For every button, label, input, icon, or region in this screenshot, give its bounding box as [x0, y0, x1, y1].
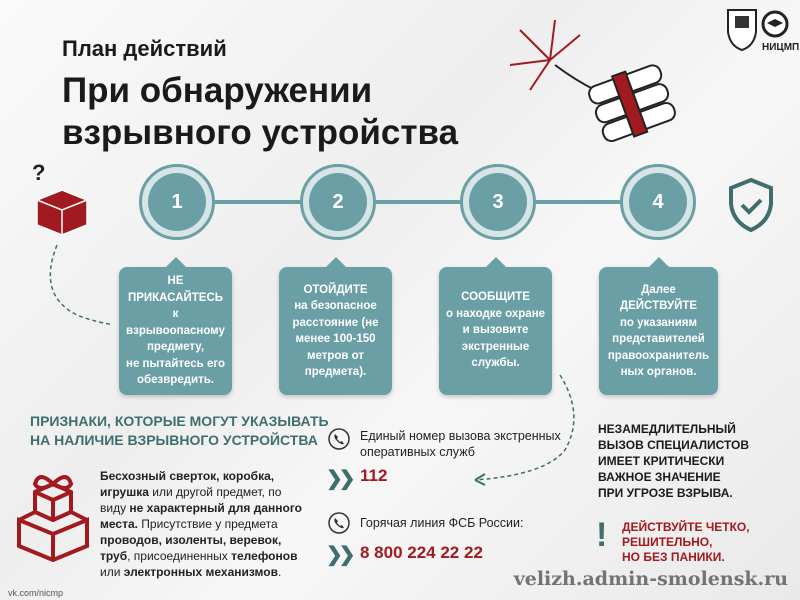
vk-link[interactable]: vk.com/nicmp: [8, 588, 64, 598]
step-card-1: НЕ ПРИКАСАЙТЕСЬ к взрывоопасному предмету, н…: [119, 257, 232, 395]
step-number: 2: [309, 173, 367, 231]
fsb-number[interactable]: 8 800 224 22 22: [360, 543, 483, 562]
gift-icon: [17, 475, 89, 562]
notice-line: ИМЕЕТ КРИТИЧЕСКИ: [598, 454, 725, 468]
card-line: не пытайтесь его: [126, 357, 225, 370]
card-line: ных органов.: [620, 366, 697, 378]
step-card-3: СООБЩИТЕ о находке охране и вызовите экстре…: [439, 257, 552, 395]
card-line: службы.: [471, 357, 520, 369]
card-line: менее 100-150: [295, 333, 376, 345]
desc-text: или другой предмет, по виду: [100, 485, 282, 515]
card-line: о находке охране: [445, 307, 546, 320]
emergency-number[interactable]: 112: [360, 466, 388, 485]
card-line: экстренные: [461, 340, 530, 353]
notice-line: ПРИ УГРОЗЕ ВЗРЫВА.: [598, 486, 733, 500]
notice-text: НЕЗАМЕДЛИТЕЛЬНЫЙ ВЫЗОВ СПЕЦИАЛИСТОВ ИМЕЕТ …: [598, 421, 749, 501]
signs-description: Бесхозный сверток, коробка, игрушка или …: [100, 468, 305, 580]
phone-icon: [328, 428, 350, 450]
card-line: расстояние (не: [292, 316, 379, 329]
svg-text:?: ?: [32, 160, 45, 185]
card-line: ПРИКАСАЙТЕСЬ: [127, 291, 224, 304]
warning-line: НО БЕЗ ПАНИКИ.: [622, 550, 725, 564]
phone-icon: [328, 512, 350, 534]
title-line: При обнаружении: [62, 71, 373, 110]
warning-line: ДЕЙСТВУЙТЕ ЧЕТКО,: [622, 520, 750, 534]
warning-line: РЕШИТЕЛЬНО,: [622, 535, 713, 549]
notice-line: НЕЗАМЕДЛИТЕЛЬНЫЙ: [598, 422, 736, 436]
card-line: представителей: [612, 333, 705, 345]
chevrons-icon: ❯❯: [326, 544, 355, 566]
card-line: к взрывоопасному: [126, 308, 225, 337]
card-line: НЕ: [167, 275, 184, 288]
card-line: предмета).: [304, 366, 367, 378]
card-line: метров от: [306, 349, 365, 362]
desc-bold: проводов, изоленты, веревок, труб: [100, 533, 282, 563]
desc-text: или: [100, 565, 124, 579]
notice-line: ВЫЗОВ СПЕЦИАЛИСТОВ: [598, 438, 750, 452]
card-line: предмету,: [146, 341, 205, 354]
desc-bold: телефонов: [231, 549, 298, 563]
card-line: правоохранитель: [607, 349, 710, 362]
desc-bold: не характерный для данного места.: [100, 501, 302, 531]
desc-text: , присоединенных: [127, 549, 232, 563]
desc-bold: электронных механизмов: [123, 565, 278, 579]
box-question-icon: ?: [32, 160, 112, 326]
title-line: взрывного устройства: [62, 113, 459, 152]
step-circle-2: 2: [300, 164, 376, 240]
card-line: ОТОЙДИТЕ: [303, 283, 368, 296]
card-line: по указаниям: [619, 316, 698, 329]
warning-text: ДЕЙСТВУЙТЕ ЧЕТКО,РЕШИТЕЛЬНО,НО БЕЗ ПАНИК…: [622, 520, 750, 565]
card-line: обезвредить.: [137, 374, 214, 387]
step-number: 4: [629, 173, 687, 231]
heading-line: ПРИЗНАКИ, КОТОРЫЕ МОГУТ УКАЗЫВАТЬ: [30, 413, 329, 429]
dynamite-icon: [510, 20, 676, 143]
card-line: и вызовите: [462, 324, 529, 336]
dashed-arrow-icon: [474, 374, 575, 486]
step-number: 3: [469, 173, 527, 231]
shield-check-icon: [729, 177, 773, 233]
step-circle-4: 4: [620, 164, 696, 240]
signs-heading: ПРИЗНАКИ, КОТОРЫЕ МОГУТ УКАЗЫВАТЬ НА НАЛИ…: [30, 412, 329, 450]
exclamation-icon: !: [596, 516, 608, 554]
card-line: СООБЩИТЕ: [461, 291, 530, 303]
notice-line: ВАЖНОЕ ЗНАЧЕНИЕ: [598, 470, 721, 484]
card-line: на безопасное: [294, 300, 377, 312]
card-line: ДЕЙСТВУЙТЕ: [619, 300, 698, 312]
chevrons-icon: ❯❯: [326, 468, 355, 490]
watermark: velizh.admin-smolensk.ru: [513, 568, 788, 590]
page-subtitle: План действий: [62, 36, 227, 61]
desc-bold: Бесхозный сверток, коробка, игрушка: [100, 469, 275, 499]
desc-text: .: [277, 565, 282, 579]
step-circle-3: 3: [460, 164, 536, 240]
logo-text: НИЦМП: [762, 42, 800, 53]
desc-text: Присутствие у предмета: [137, 517, 278, 531]
logos: НИЦМП: [722, 6, 799, 56]
step-circle-1: 1: [139, 164, 215, 240]
steps-connector: [150, 200, 670, 204]
shield-logo-icon: [727, 9, 789, 52]
step-card-2: ОТОЙДИТЕ на безопасное расстояние (не менее…: [279, 257, 392, 395]
step-number: 1: [148, 173, 206, 231]
heading-line: НА НАЛИЧИЕ ВЗРЫВНОГО УСТРОЙСТВА: [30, 432, 318, 448]
emergency-label: Единый номер вызова экстренных оперативн…: [360, 429, 561, 459]
fsb-label: Горячая линия ФСБ России:: [360, 516, 524, 530]
card-line: Далее: [641, 283, 676, 296]
